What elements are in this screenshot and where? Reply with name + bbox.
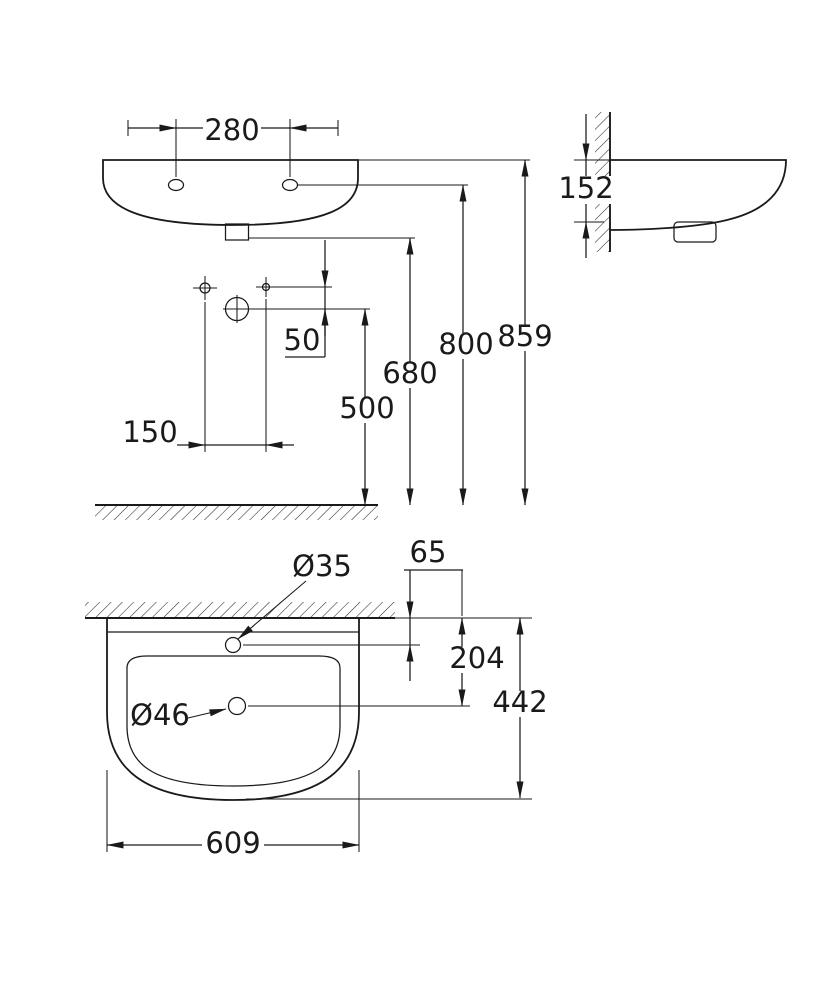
dim-442-label: 442	[492, 685, 547, 719]
drain-hole-callout: Ø46	[130, 698, 227, 732]
tap-hole-diameter-label: Ø35	[292, 549, 352, 583]
drain-outlet-box	[224, 223, 250, 241]
dim-680: 680	[248, 237, 439, 506]
dim-152: 152	[558, 114, 614, 258]
fixing-hole-right	[256, 277, 276, 297]
drain-cover-side	[673, 221, 717, 243]
dim-680-label: 680	[382, 356, 437, 390]
dim-800-label: 800	[438, 327, 493, 361]
dim-65: 65	[243, 535, 463, 681]
dim-150: 150	[122, 299, 294, 452]
floor-line	[95, 504, 378, 520]
dim-204-label: 204	[449, 641, 504, 675]
dim-609: 609	[106, 770, 360, 860]
dim-280: 280	[127, 113, 339, 177]
waste-outlet-circle	[223, 295, 370, 323]
dim-50: 50	[276, 240, 332, 358]
basin-inner-bowl	[126, 655, 341, 787]
dim-859: 859	[358, 159, 554, 506]
dim-442: 442	[246, 617, 549, 800]
plan-view: Ø35 Ø46 65 204 442	[85, 535, 549, 860]
basin-front-outline	[102, 159, 359, 226]
dim-800: 800	[298, 184, 495, 506]
dim-609-label: 609	[205, 826, 260, 860]
tap-hole-right	[281, 178, 299, 192]
fixing-hole-left	[193, 276, 217, 300]
dim-152-label: 152	[558, 171, 613, 205]
dim-280-label: 280	[204, 113, 259, 147]
front-view: 280 50	[95, 113, 554, 520]
dim-859-label: 859	[497, 319, 552, 353]
side-view: 152	[558, 112, 787, 258]
dim-150-label: 150	[122, 415, 177, 449]
dim-500: 500	[338, 308, 396, 506]
dim-50-label: 50	[284, 323, 321, 357]
wall-hatch-plan	[85, 602, 395, 618]
basin-plan-outline	[106, 618, 360, 801]
tap-hole-plan	[224, 636, 242, 654]
tap-hole-callout: Ø35	[237, 549, 352, 640]
dim-500-label: 500	[339, 391, 394, 425]
dim-204: 204	[248, 617, 506, 707]
floor-hatch	[95, 506, 378, 520]
drain-hole-diameter-label: Ø46	[130, 698, 190, 732]
basin-side-profile	[609, 159, 787, 231]
dim-65-label: 65	[410, 535, 447, 569]
drain-hole-plan	[227, 696, 247, 716]
tap-hole-left	[167, 178, 185, 192]
